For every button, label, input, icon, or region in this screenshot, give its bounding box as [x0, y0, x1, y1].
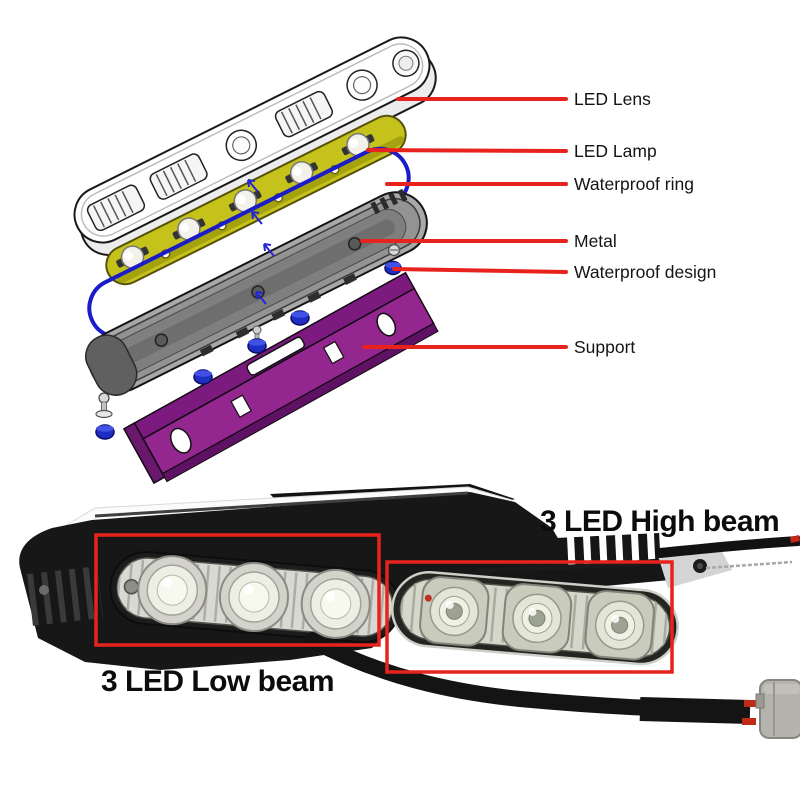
- wire-tip: [742, 718, 756, 725]
- product-photo: 3 LED High beam 3 LED Low beam: [19, 484, 800, 739]
- wire-tip: [790, 535, 800, 543]
- power-wire-bottom-thick: [639, 697, 751, 724]
- power-wire-top: [655, 536, 800, 558]
- low-beam-led: [219, 562, 289, 632]
- leader-line-led-lamp: [366, 148, 568, 153]
- housing-highlight: [94, 491, 469, 518]
- highlight-box-low-beam: [94, 533, 381, 647]
- screw: [95, 392, 113, 419]
- high-beam-led: [584, 590, 655, 661]
- leader-line-waterproof-design: [392, 267, 568, 274]
- label-led-lamp: LED Lamp: [574, 141, 657, 161]
- high-beam-module: [391, 571, 679, 666]
- low-beam-led: [137, 555, 208, 626]
- lens-optic: [225, 129, 258, 162]
- label-led-lens: LED Lens: [574, 89, 651, 109]
- lens-optic: [346, 69, 378, 101]
- assembly-arrows: [247, 179, 275, 305]
- lens-rib-slot: [149, 153, 208, 200]
- module-screw: [123, 578, 140, 595]
- waterproof-grommet: [95, 424, 115, 440]
- high-beam-led: [419, 576, 490, 647]
- lens-rib-slot: [274, 90, 334, 138]
- heatsink-fins: [494, 533, 661, 577]
- exploded-diagram: LED Lens LED Lamp Waterproof ring Metal …: [73, 36, 716, 485]
- led-dome: [228, 189, 262, 213]
- pcb-part: [105, 114, 407, 286]
- endcap-screw: [39, 585, 49, 595]
- label-waterproof-ring: Waterproof ring: [574, 174, 694, 194]
- thin-wire: [705, 560, 793, 570]
- stub-screw-center: [697, 563, 703, 569]
- annotation-low-beam: 3 LED Low beam: [101, 665, 334, 698]
- annotation-high-beam: 3 LED High beam: [540, 505, 779, 538]
- label-support: Support: [574, 337, 635, 357]
- waterproof-grommet: [247, 325, 267, 354]
- housing-edge: [476, 561, 641, 574]
- led-dome: [285, 161, 318, 185]
- lens-rib-slot: [86, 184, 146, 232]
- low-beam-module: [109, 550, 401, 644]
- wire-tip: [744, 700, 758, 707]
- connector-plug: [755, 679, 800, 739]
- label-waterproof-design: Waterproof design: [574, 262, 716, 282]
- lens-part: [73, 36, 437, 257]
- endcap-ribs: [27, 566, 103, 626]
- highlight-box-high-beam: [385, 560, 674, 674]
- waterproof-grommet: [193, 369, 213, 385]
- screw: [387, 243, 401, 257]
- waterproof-grommet: [290, 310, 310, 326]
- high-beam-led: [501, 583, 573, 654]
- label-metal: Metal: [574, 231, 617, 251]
- led-dome: [172, 217, 206, 241]
- low-beam-led: [300, 568, 371, 639]
- lens-optic: [392, 49, 420, 78]
- support-part: [122, 271, 439, 485]
